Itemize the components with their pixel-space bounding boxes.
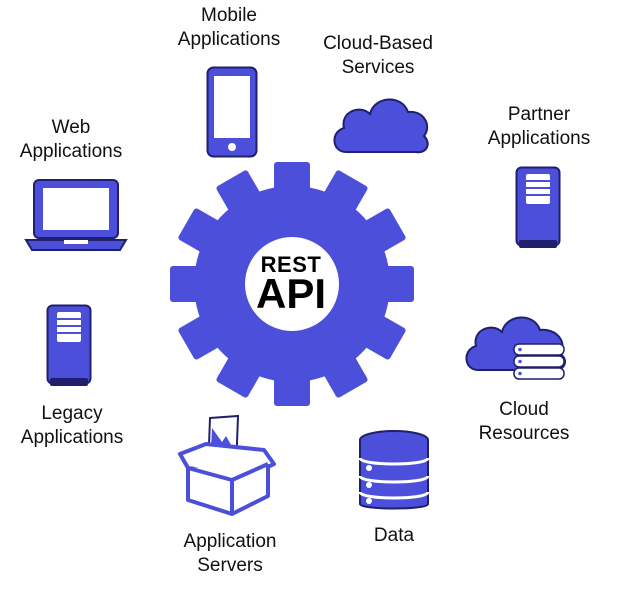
node-label-line: Partner bbox=[507, 104, 571, 125]
node-label-mobile: Mobile Applications bbox=[178, 4, 280, 52]
center-label-rest: REST bbox=[260, 252, 322, 277]
node-label-line: Applications bbox=[19, 141, 123, 162]
node-label-line: Cloud-Based bbox=[323, 33, 433, 54]
server-tower-icon bbox=[515, 166, 561, 248]
node-label-line: Servers bbox=[197, 555, 263, 576]
node-label-legacy: Legacy Applications bbox=[21, 402, 123, 450]
center-label-api: API bbox=[255, 270, 327, 317]
node-label-line: Data bbox=[373, 525, 415, 546]
center-label: REST API bbox=[246, 248, 336, 328]
node-label-line: Cloud bbox=[499, 399, 549, 420]
node-label-line: Resources bbox=[478, 423, 570, 444]
cloud-icon bbox=[333, 98, 429, 154]
laptop-icon bbox=[24, 179, 128, 251]
node-label-line: Applications bbox=[487, 128, 591, 149]
open-box-icon bbox=[178, 414, 276, 516]
node-label-line: Applications bbox=[20, 427, 124, 448]
smartphone-icon bbox=[206, 66, 258, 158]
gear-icon bbox=[170, 162, 414, 406]
node-label-line: Mobile bbox=[201, 5, 257, 26]
node-label-line: Services bbox=[341, 57, 415, 78]
node-label-app-servers: Application Servers bbox=[184, 530, 277, 578]
node-label-data: Data bbox=[374, 524, 414, 548]
node-label-partner: Partner Applications bbox=[488, 103, 590, 151]
node-label-line: Application bbox=[183, 531, 277, 552]
node-label-web: Web Applications bbox=[20, 116, 122, 164]
node-label-cloud-resources: Cloud Resources bbox=[479, 398, 570, 446]
node-label-line: Legacy bbox=[41, 403, 103, 424]
server-tower-icon bbox=[46, 304, 92, 386]
node-label-cloud-services: Cloud-Based Services bbox=[323, 32, 433, 80]
node-label-line: Web bbox=[51, 117, 91, 138]
node-label-line: Applications bbox=[177, 29, 281, 50]
cloud-storage-icon bbox=[465, 316, 567, 380]
database-icon bbox=[358, 430, 430, 510]
